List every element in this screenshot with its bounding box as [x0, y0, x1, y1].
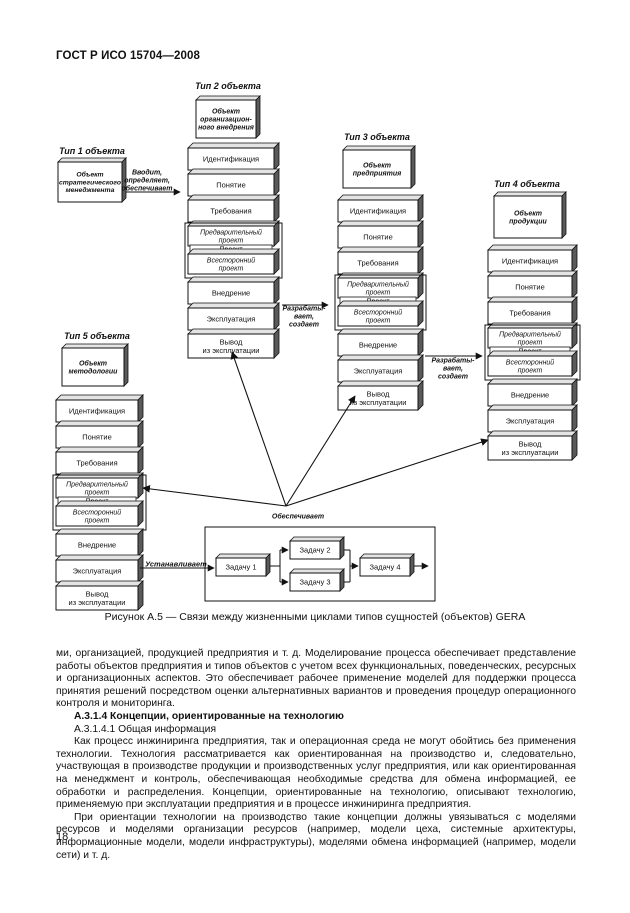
body-text: ми, организацией, продукцией предприятия… [56, 648, 576, 862]
establishes-label: Устанавливает [145, 560, 207, 569]
supports-arrow [285, 395, 356, 507]
develops-note-1: Разрабаты-вает,создает [282, 304, 326, 328]
phase-label: Внедрение [511, 391, 549, 400]
stack-head-box [61, 347, 125, 387]
phase-label: Идентификация [69, 407, 125, 416]
stack-head-box [493, 195, 563, 239]
phase-label: Внедрение [78, 541, 116, 550]
subsection-heading: А.3.1.4.1 Общая информация [74, 723, 217, 735]
phase-label: Требования [76, 459, 117, 468]
task-box [289, 540, 341, 560]
page-number: 18 [56, 831, 69, 843]
task-box [289, 572, 341, 592]
phase-label: Эксплуатация [73, 567, 122, 576]
section-heading: А.3.1.4 Концепции, ориентированные на те… [74, 710, 344, 722]
document-header: ГОСТ Р ИСО 15704—2008 [56, 50, 201, 62]
task-box [359, 557, 411, 577]
stack-head-box [342, 149, 412, 189]
type1-head-box [57, 161, 123, 203]
stack-title: Тип 4 объекта [494, 179, 560, 189]
lifecycle-phase [187, 253, 275, 275]
phase-label: Понятие [363, 233, 393, 242]
lifecycle-phase [487, 435, 573, 461]
develops-note-2: Разрабаты-вает,создает [431, 356, 475, 380]
stack-title: Тип 2 объекта [195, 81, 261, 91]
supports-arrow [230, 351, 287, 507]
figure-caption: Рисунок А.5 — Связи между жизненными цик… [104, 611, 526, 623]
type1-note: Вводит,определяет,обеспечивает [122, 168, 173, 192]
lifecycle-phase [55, 505, 139, 527]
phase-label: Понятие [216, 181, 246, 190]
task-box [215, 557, 267, 577]
phase-label: Требования [357, 259, 398, 268]
task-label: Задачу 1 [226, 563, 257, 572]
phase-label: Понятие [515, 283, 545, 292]
task-label: Задачу 4 [370, 563, 401, 572]
supports-arrow [285, 438, 489, 507]
lifecycle-phase [487, 355, 573, 377]
supports-arrow [142, 485, 287, 507]
phase-label: Идентификация [350, 207, 406, 216]
paragraph: Как процесс инжиниринга предприятия, так… [56, 736, 576, 811]
phase-label: Идентификация [502, 257, 558, 266]
phase-label: Идентификация [203, 155, 259, 164]
phase-label: Внедрение [359, 341, 397, 350]
task-label: Задачу 2 [300, 546, 331, 555]
lifecycle-phase [55, 585, 139, 611]
phase-label: Эксплуатация [354, 367, 403, 376]
paragraph: При ориентации технологии на производств… [56, 811, 576, 861]
phase-label: Требования [509, 309, 550, 318]
phase-label: Эксплуатация [207, 315, 256, 324]
task-label: Задачу 3 [300, 578, 331, 587]
paragraph: ми, организацией, продукцией предприятия… [56, 648, 576, 710]
stack-title: Тип 5 объекта [64, 331, 130, 341]
phase-label: Внедрение [212, 289, 250, 298]
phase-label: Эксплуатация [506, 417, 555, 426]
supports-label: Обеспечивает [272, 512, 324, 520]
lifecycle-phase [337, 305, 419, 327]
stack-title: Тип 3 объекта [344, 132, 410, 142]
phase-label: Требования [210, 207, 251, 216]
type1-title: Тип 1 объекта [59, 146, 125, 156]
stack-head-box [195, 99, 257, 139]
phase-label: Понятие [82, 433, 112, 442]
